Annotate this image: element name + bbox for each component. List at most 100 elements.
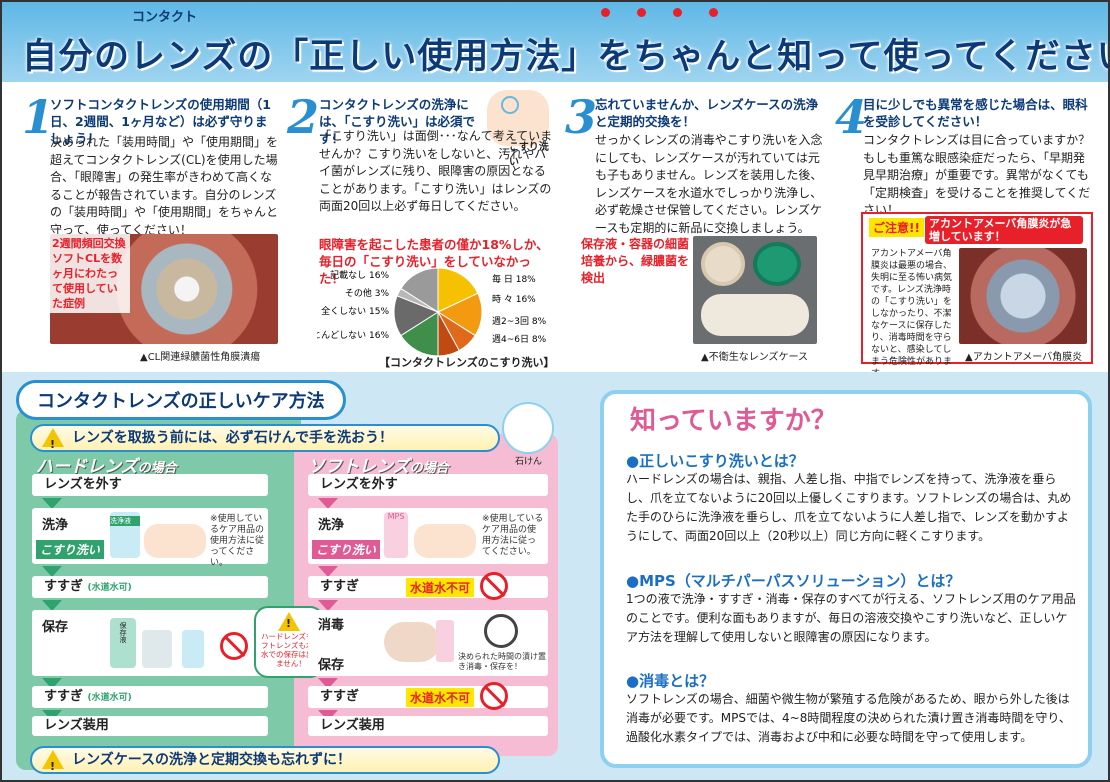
- pie-label-2: 週2~3回 8%: [492, 316, 547, 327]
- step-heading: 目に少しでも異常を感じた場合は、眼科を受診してください！: [863, 97, 1088, 129]
- pie-label-7: 記載なし 16%: [330, 269, 389, 281]
- rub-tag: こすり洗い: [312, 540, 380, 559]
- faq-heading-mps: ●MPS（マルチパーパスソリューション）とは？: [626, 572, 961, 590]
- case-reminder-bar: ! レンズケースの洗浄と定期交換も忘れずに！: [30, 746, 500, 774]
- step-number: 4: [835, 90, 868, 144]
- flow-arrow: [42, 600, 62, 611]
- pie-group: 毎 日 18%時 々 16%週2~3回 8%週4~6日 8%記載なし 16%その…: [317, 267, 547, 357]
- usage-note: ※使用しているケア用品の使用方法に従ってください。: [482, 514, 544, 557]
- pie-label-4: ほとんどしない 16%: [317, 330, 389, 341]
- soft-step-wash: 洗浄 こすり洗い MPS ※使用しているケア用品の使用方法に従ってください。: [308, 508, 548, 564]
- flow-arrow: [42, 710, 62, 721]
- soak-note: 決められた時間の漬け置き消毒・保存を！: [458, 652, 546, 671]
- photo-caption: ▲CL関連緑膿菌性角膜潰瘍: [140, 352, 261, 363]
- pie-slice-4: [400, 311, 439, 357]
- flow-arrow: [42, 498, 62, 509]
- soft-step-wear: レンズ装用: [308, 716, 548, 736]
- step-heading: ソフトコンタクトレンズの使用期間（1日、2週間、1ヶ月など）は必ず守りましょう！: [50, 97, 271, 146]
- faq-heading-disinfect: ●消毒とは？: [626, 672, 715, 690]
- steps-section: 1 ソフトコンタクトレンズの使用期間（1日、2週間、1ヶ月など）は必ず守りましょ…: [2, 82, 1108, 379]
- lens-holder: [182, 630, 204, 668]
- pie-slice-7: [400, 267, 439, 313]
- scrub-pie-chart: 毎 日 18%時 々 16%週2~3回 8%週4~6日 8%記載なし 16%その…: [317, 267, 547, 357]
- mps-bottle: [436, 620, 454, 662]
- pie-label-6: その他 3%: [345, 287, 390, 299]
- step-heading: 忘れていませんか、レンズケースの洗浄と定期的交換を！: [595, 97, 819, 129]
- acanthamoeba-photo: [959, 248, 1087, 344]
- pie-label-5: 全くしない 15%: [321, 305, 389, 317]
- photo-label: 保存液・容器の細菌培養から、緑膿菌を検出: [581, 237, 690, 285]
- soft-lens-heading: ソフトレンズの場合: [308, 457, 449, 477]
- step-2: 2 コンタクトレンズの洗浄には、「こすり洗い」は必須です！ こすり洗い 「こすり…: [287, 90, 557, 370]
- mps-bottle: MPS: [384, 512, 408, 558]
- warning-icon: !: [42, 428, 64, 451]
- faq-box: 知っていますか？ ●正しいこすり洗いとは？ ハードレンズの場合は、親指、人差し指…: [600, 390, 1092, 768]
- notice-tag: ご注意!!: [869, 218, 924, 237]
- wash-hands-bar: ! レンズを取扱う前には、必ず石けんで手を洗おう！: [30, 424, 500, 452]
- hard-step-wear: レンズ装用: [32, 716, 268, 736]
- photo-label: 2週間頻回交換ソフトCLを数ヶ月にわたって使用していた症例: [50, 234, 130, 313]
- faq-body-mps: 1つの液で洗浄・すすぎ・消毒・保存のすべてが行える、ソフトレンズ用のケア用品のこ…: [626, 592, 1076, 644]
- step-heading: コンタクトレンズの洗浄には、「こすり洗い」は必須です！: [319, 97, 476, 146]
- pie-slice-1: [436, 292, 483, 337]
- rub-label: こすり洗い: [509, 142, 549, 168]
- pie-slice-0: [437, 267, 479, 313]
- photo-caption: ▲不衛生なレンズケース: [701, 352, 808, 363]
- pie-label-1: 時 々 16%: [492, 294, 536, 305]
- faq-title: 知っていますか？: [630, 406, 837, 436]
- flow-arrow: [318, 498, 338, 509]
- step-number: 1: [22, 90, 55, 144]
- storage-bottle: 保存液: [110, 618, 136, 668]
- care-section: コンタクトレンズの正しいケア方法 ! レンズを取扱う前には、必ず石けんで手を洗お…: [2, 372, 1108, 780]
- photo-caption: ▲アカントアメーバ角膜炎: [965, 352, 1083, 363]
- flow-arrow: [42, 566, 62, 577]
- faq-body-disinfect: ソフトレンズの場合、細菌や微生物が繁殖する危険があるため、眼から外した後は消毒が…: [626, 692, 1071, 744]
- warning-icon: !: [42, 750, 64, 773]
- soap-hand-icon: [502, 402, 554, 454]
- step-number: 2: [287, 90, 320, 144]
- hard-step-rinse2: すすぎ (水道水可): [32, 686, 268, 708]
- flow-arrow: [318, 678, 338, 689]
- hard-lens-heading: ハードレンズの場合: [36, 457, 177, 477]
- usage-note: ※使用しているケア用品の使用方法に従ってください。: [210, 514, 265, 568]
- notice-heading: アカントアメーバ角膜炎が急増しています！: [925, 216, 1083, 244]
- emphasis-dots: [593, 8, 733, 22]
- chart-heading: 眼障害を起こした患者の僅か18%しか、毎日の「こすり洗い」をしていなかった！: [319, 237, 549, 286]
- step-body: 「こすり洗い」は面倒･･･なんて考えていませんか？こすり洗いをしないと、汚れやバ…: [319, 129, 553, 213]
- flow-arrow: [318, 600, 338, 611]
- hard-step-remove: レンズを外す: [32, 474, 268, 496]
- care-title: コンタクトレンズの正しいケア方法: [16, 380, 346, 420]
- dirty-lens-case-photo: [693, 236, 817, 344]
- case-reminder-text: レンズケースの洗浄と定期交換も忘れずに！: [72, 752, 352, 768]
- no-tap-water-icon: [220, 632, 248, 660]
- lens-case-hand: [384, 622, 440, 662]
- page-title: 自分のレンズの「正しい使用方法」をちゃんと知って使ってください！: [22, 37, 1110, 77]
- lens-icon: [501, 96, 519, 114]
- step-3: 3 忘れていませんか、レンズケースの洗浄と定期的交換を！ せっかくレンズの消毒や…: [565, 90, 827, 370]
- notice-box: ご注意!! アカントアメーバ角膜炎が急増しています！ アカントアメーバ角膜炎は最…: [861, 212, 1093, 379]
- flow-arrow: [318, 566, 338, 577]
- rubbing-hand: [144, 524, 206, 558]
- wash-hands-text: レンズを取扱う前には、必ず石けんで手を洗おう！: [72, 430, 394, 446]
- step-1: 1 ソフトコンタクトレンズの使用期間（1日、2週間、1ヶ月など）は必ず守りましょ…: [22, 90, 278, 370]
- notice-body: アカントアメーバ角膜炎は最悪の場合、失明に至る怖い病気です。レンズ洗浄時の「こす…: [871, 249, 953, 379]
- no-tap-water-icon: [480, 572, 508, 600]
- chart-caption: 【コンタクトレンズのこすり洗い】: [379, 356, 555, 369]
- pie-label-0: 毎 日 18%: [492, 273, 536, 285]
- no-tap-water-icon: [480, 682, 508, 710]
- rub-tag: こすり洗い: [36, 540, 104, 559]
- cleaner-bottle: 洗浄液: [110, 512, 140, 558]
- step-4: 4 目に少しでも異常を感じた場合は、眼科を受診してください！ コンタクトレンズは…: [835, 90, 1095, 379]
- faq-body-rubbing: ハードレンズの場合は、親指、人差し指、中指でレンズを持って、洗浄液を垂らし、爪を…: [626, 472, 1072, 543]
- hard-step-rinse: すすぎ (水道水可): [32, 576, 268, 598]
- step-body: せっかくレンズの消毒やこすり洗いを入念にしても、レンズケースが汚れていては元も子…: [595, 133, 823, 235]
- step-body: コンタクトレンズは目に合っていますか？もしも重篤な眼感染症だったら、「早期発見早…: [863, 133, 1091, 217]
- step-number: 3: [565, 90, 598, 144]
- clock-icon: [484, 614, 518, 648]
- header-banner: コンタクト 自分のレンズの「正しい使用方法」をちゃんと知って使ってください！: [2, 2, 1108, 82]
- hard-step-store: 保存 保存液: [32, 610, 268, 676]
- hard-step-wash: 洗浄 こすり洗い 洗浄液 ※使用しているケア用品の使用方法に従ってください。: [32, 508, 268, 568]
- flow-arrow: [318, 710, 338, 721]
- warning-icon: !: [278, 612, 300, 631]
